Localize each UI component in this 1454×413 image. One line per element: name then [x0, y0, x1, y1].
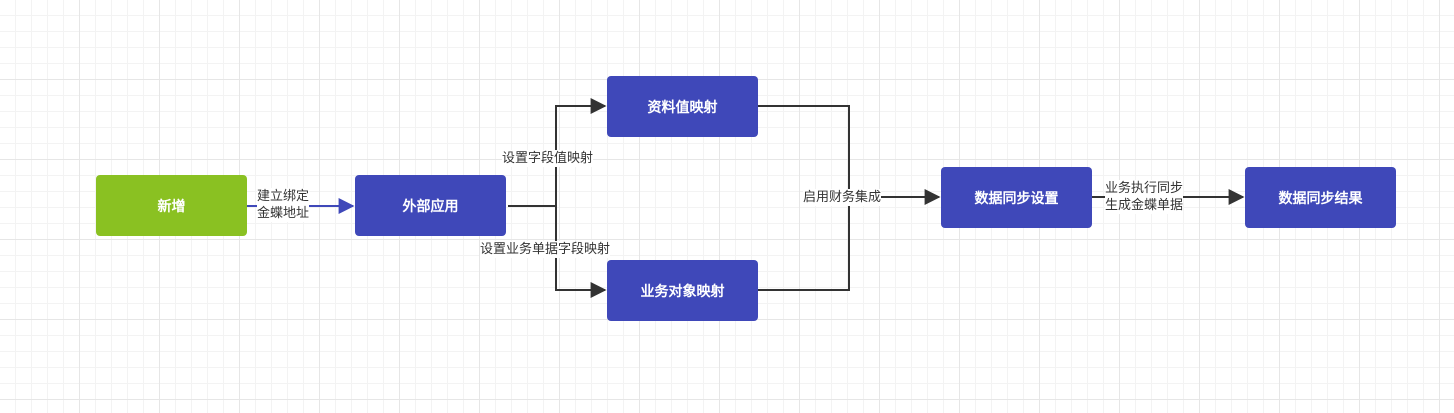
edge-label-enable-finance-integration-text: 启用财务集成: [803, 190, 882, 205]
edge-label-execute-sync: 业务执行同步 生成金蝶单据: [1105, 180, 1184, 214]
node-data-sync-settings[interactable]: 数据同步设置: [941, 167, 1092, 228]
edge-data-value-mapping-to-sync-settings[interactable]: [758, 105, 941, 205]
node-data-value-mapping-label: 资料值映射: [647, 99, 718, 116]
edge-label-set-field-value-mapping-text: 设置字段值映射: [502, 151, 594, 166]
edge-label-set-business-doc-field-mapping: 设置业务单据字段映射: [480, 241, 611, 258]
edge-label-execute-sync-line1: 业务执行同步: [1105, 181, 1184, 196]
edge-label-bind-address-line1: 建立绑定: [257, 189, 310, 204]
node-data-sync-result[interactable]: 数据同步结果: [1245, 167, 1396, 228]
edge-business-object-mapping-to-sync-settings[interactable]: [758, 197, 850, 291]
node-external-app-label: 外部应用: [402, 198, 459, 215]
node-data-sync-result-label: 数据同步结果: [1278, 190, 1363, 207]
edge-label-set-field-value-mapping: 设置字段值映射: [502, 150, 594, 167]
node-data-value-mapping[interactable]: 资料值映射: [607, 76, 758, 137]
node-data-sync-settings-label: 数据同步设置: [974, 190, 1059, 207]
node-xinzeng-label: 新增: [157, 198, 186, 215]
edge-label-enable-finance-integration: 启用财务集成: [803, 189, 882, 206]
edge-label-bind-address-line2: 金蝶地址: [257, 206, 310, 221]
node-business-object-mapping[interactable]: 业务对象映射: [607, 260, 758, 321]
node-xinzeng[interactable]: 新增: [96, 175, 247, 236]
edge-label-bind-address: 建立绑定 金蝶地址: [257, 188, 310, 222]
node-external-app[interactable]: 外部应用: [355, 175, 506, 236]
edge-label-set-business-doc-field-mapping-text: 设置业务单据字段映射: [480, 242, 611, 257]
edge-label-execute-sync-line2: 生成金蝶单据: [1105, 198, 1184, 213]
node-business-object-mapping-label: 业务对象映射: [640, 283, 725, 300]
